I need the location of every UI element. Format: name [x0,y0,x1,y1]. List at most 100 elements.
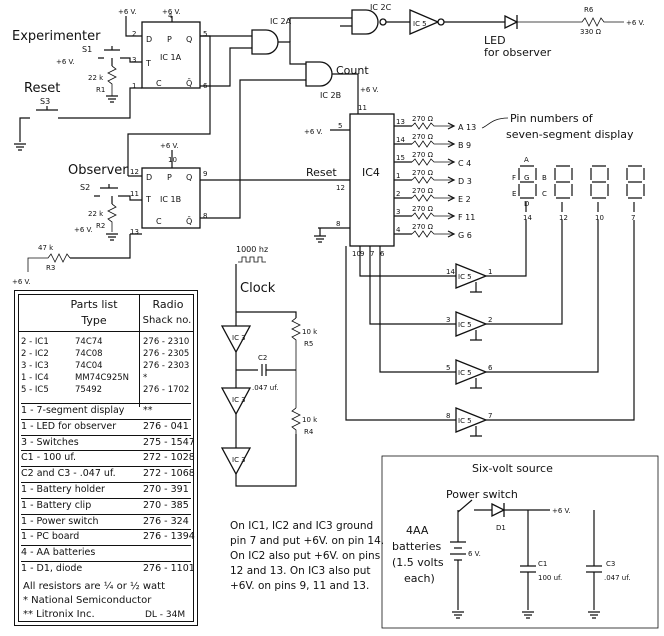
ic4-side-pin: 5 [338,122,342,130]
parts-cell: 270 - 385 [143,499,189,511]
note-line: On IC2 also put +6V. on pins [230,550,381,562]
r5-label: R5 [304,340,313,348]
power-switch-label: Power switch [446,488,518,501]
arrow-icon [447,212,456,220]
ic2a-wires [200,35,306,87]
led-label-2: for observer [484,46,552,59]
parts-cell: 75492 [75,385,103,395]
resistor-270-icon [411,212,454,220]
parts-header-line [19,331,193,332]
segment-output-label: E 2 [458,195,471,204]
ic1b-pin11: 11 [130,190,139,198]
ic4-pin-number: 3 [396,208,400,216]
r1-ground [106,95,118,103]
r2-label: R2 [96,222,105,230]
ic5-led-driver [409,9,440,35]
segment-output-label: D 3 [458,177,472,186]
r2-resistor [107,203,117,232]
led-label-1: LED [484,34,506,47]
vcc-r3: +6 V. [12,278,31,286]
ic1b-pin8: 8 [203,212,207,220]
pin-numbers-label-2: seven-segment display [506,128,634,141]
c2-capacitor [236,364,296,376]
parts-cell: 276 - 2305 [143,349,190,359]
segment-output-label: F 11 [458,213,475,222]
six-volt-source-label: Six-volt source [472,462,553,475]
parts-cell: 74C04 [75,361,103,371]
ic2c-wires [289,17,410,42]
ic4-bottom-pin: 6 [380,250,385,258]
c3-value: .047 uf. [604,574,630,582]
ic3-label-3: IC 3 [232,456,246,464]
ic4-bottom-pin: 10 [352,250,361,258]
count-label: Count [336,64,369,77]
ic4-side-pin: 12 [336,184,345,192]
parts-cell: 276 - 1702 [143,385,190,395]
ic1b-pin9: 9 [203,170,207,178]
pin-note-pointer [481,117,509,129]
parts-cell: 2 - IC2 [21,349,49,359]
parts-cell: 276 - 324 [143,515,189,527]
d1-label: D1 [496,524,506,532]
c2-label: C2 [258,354,267,362]
r4-value: 10 k [302,416,318,424]
ic5-ground [470,282,482,293]
vcc-source: +6 V. [552,507,571,515]
s3-ground [14,143,26,151]
ic1a-pin-d: D [146,35,152,44]
ic4-pin-number: 14 [396,136,405,144]
parts-cell: 276 - 1394 [143,531,195,543]
vcc-ic1a-p: +6 V. [162,8,181,16]
s2-label: S2 [80,183,90,192]
parts-col-divider [139,295,140,407]
parts-radio-header-1: Radio [152,298,184,311]
ic4-pin-number: 13 [396,118,405,126]
ic4-pin-number: 1 [396,172,400,180]
segment-output-label: C 4 [458,159,471,168]
r4-resistor [291,372,301,434]
arrow-icon [447,194,456,202]
parts-cell: ** [143,405,153,416]
segment-output-label: A 13 [458,123,476,132]
clock-waveform [238,256,266,263]
experimenter-label: Experimenter [12,29,101,44]
seven-segment-digit [626,165,645,199]
parts-row: 1 - 7-segment display** [21,403,191,418]
parts-cell: 276 - 2303 [143,361,190,371]
r3-wire [70,233,142,259]
ic5-buffer-wire [359,220,527,277]
ic4-box [349,113,395,247]
parts-cell: 2 - IC1 [21,337,49,347]
r6-label: R6 [584,6,594,14]
ic1a-box [141,21,201,89]
parts-cell: 276 - 041 [143,420,189,432]
parts-cell: 1 - IC4 [21,373,49,383]
ic5-buffer-wire [379,220,599,373]
ic3-label-2: IC 3 [232,396,246,404]
battery-label-2: batteries [392,540,441,553]
vcc-ic4: +6 V. [304,128,323,136]
ic5-out-pin: 7 [488,412,492,420]
ic2a-label: IC 2A [270,17,292,26]
r1-label: R1 [96,86,105,94]
ic4-left-wires [318,129,350,229]
display-pin-number: 7 [631,214,635,222]
clock-label: Clock [240,281,276,296]
r1-resistor [107,65,117,96]
ic4-pin-number: 2 [396,190,400,198]
resistor-270-icon [411,176,454,184]
display-pin-number: 12 [559,214,568,222]
r2-value: 22 k [88,210,104,218]
r3-label: R3 [46,264,55,272]
resistor-270-icon [411,140,454,148]
parts-cell: 1 - Battery holder [21,484,105,495]
arrow-icon [447,140,456,148]
parts-cell: 3 - Switches [21,436,79,448]
r1-value: 22 k [88,74,104,82]
